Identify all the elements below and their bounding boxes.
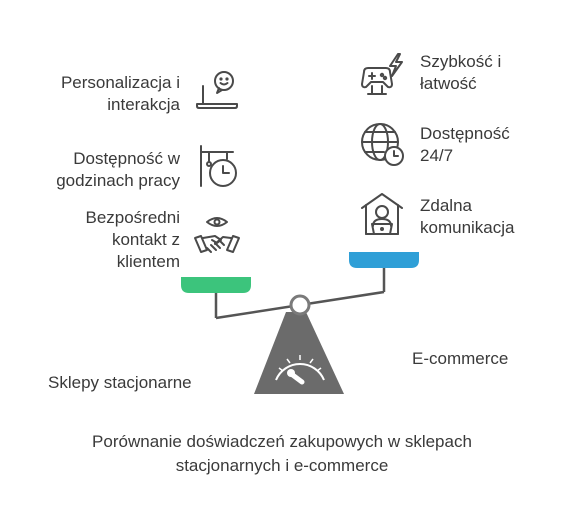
- laptop-chat-icon: [193, 68, 241, 116]
- right-category-label: E-commerce: [412, 349, 509, 368]
- left-pan: [181, 277, 251, 293]
- handshake-icon: [193, 212, 241, 260]
- right-item-1-label: Szybkość i łatwość: [420, 52, 502, 93]
- scale-base: [254, 312, 344, 394]
- left-item-3-label: Bezpośredni kontakt z klientem: [85, 208, 180, 271]
- store-clock-icon: [193, 142, 241, 190]
- gamepad-lightning-icon: [358, 50, 406, 98]
- remote-work-icon: [358, 190, 406, 238]
- diagram-caption: Porównanie doświadczeń zakupowych w skle…: [92, 432, 472, 475]
- pivot-ring: [289, 294, 311, 316]
- right-item-2-label: Dostępność 24/7: [420, 124, 510, 165]
- globe-clock-icon: [358, 120, 406, 168]
- left-item-1-label: Personalizacja i interakcja: [60, 73, 180, 114]
- left-category-label: Sklepy stacjonarne: [48, 373, 192, 392]
- left-item-2-label: Dostępność w godzinach pracy: [56, 149, 180, 190]
- base-gauge: [275, 363, 325, 381]
- right-item-3-label: Zdalna komunikacja: [420, 196, 515, 237]
- right-pan: [349, 252, 419, 268]
